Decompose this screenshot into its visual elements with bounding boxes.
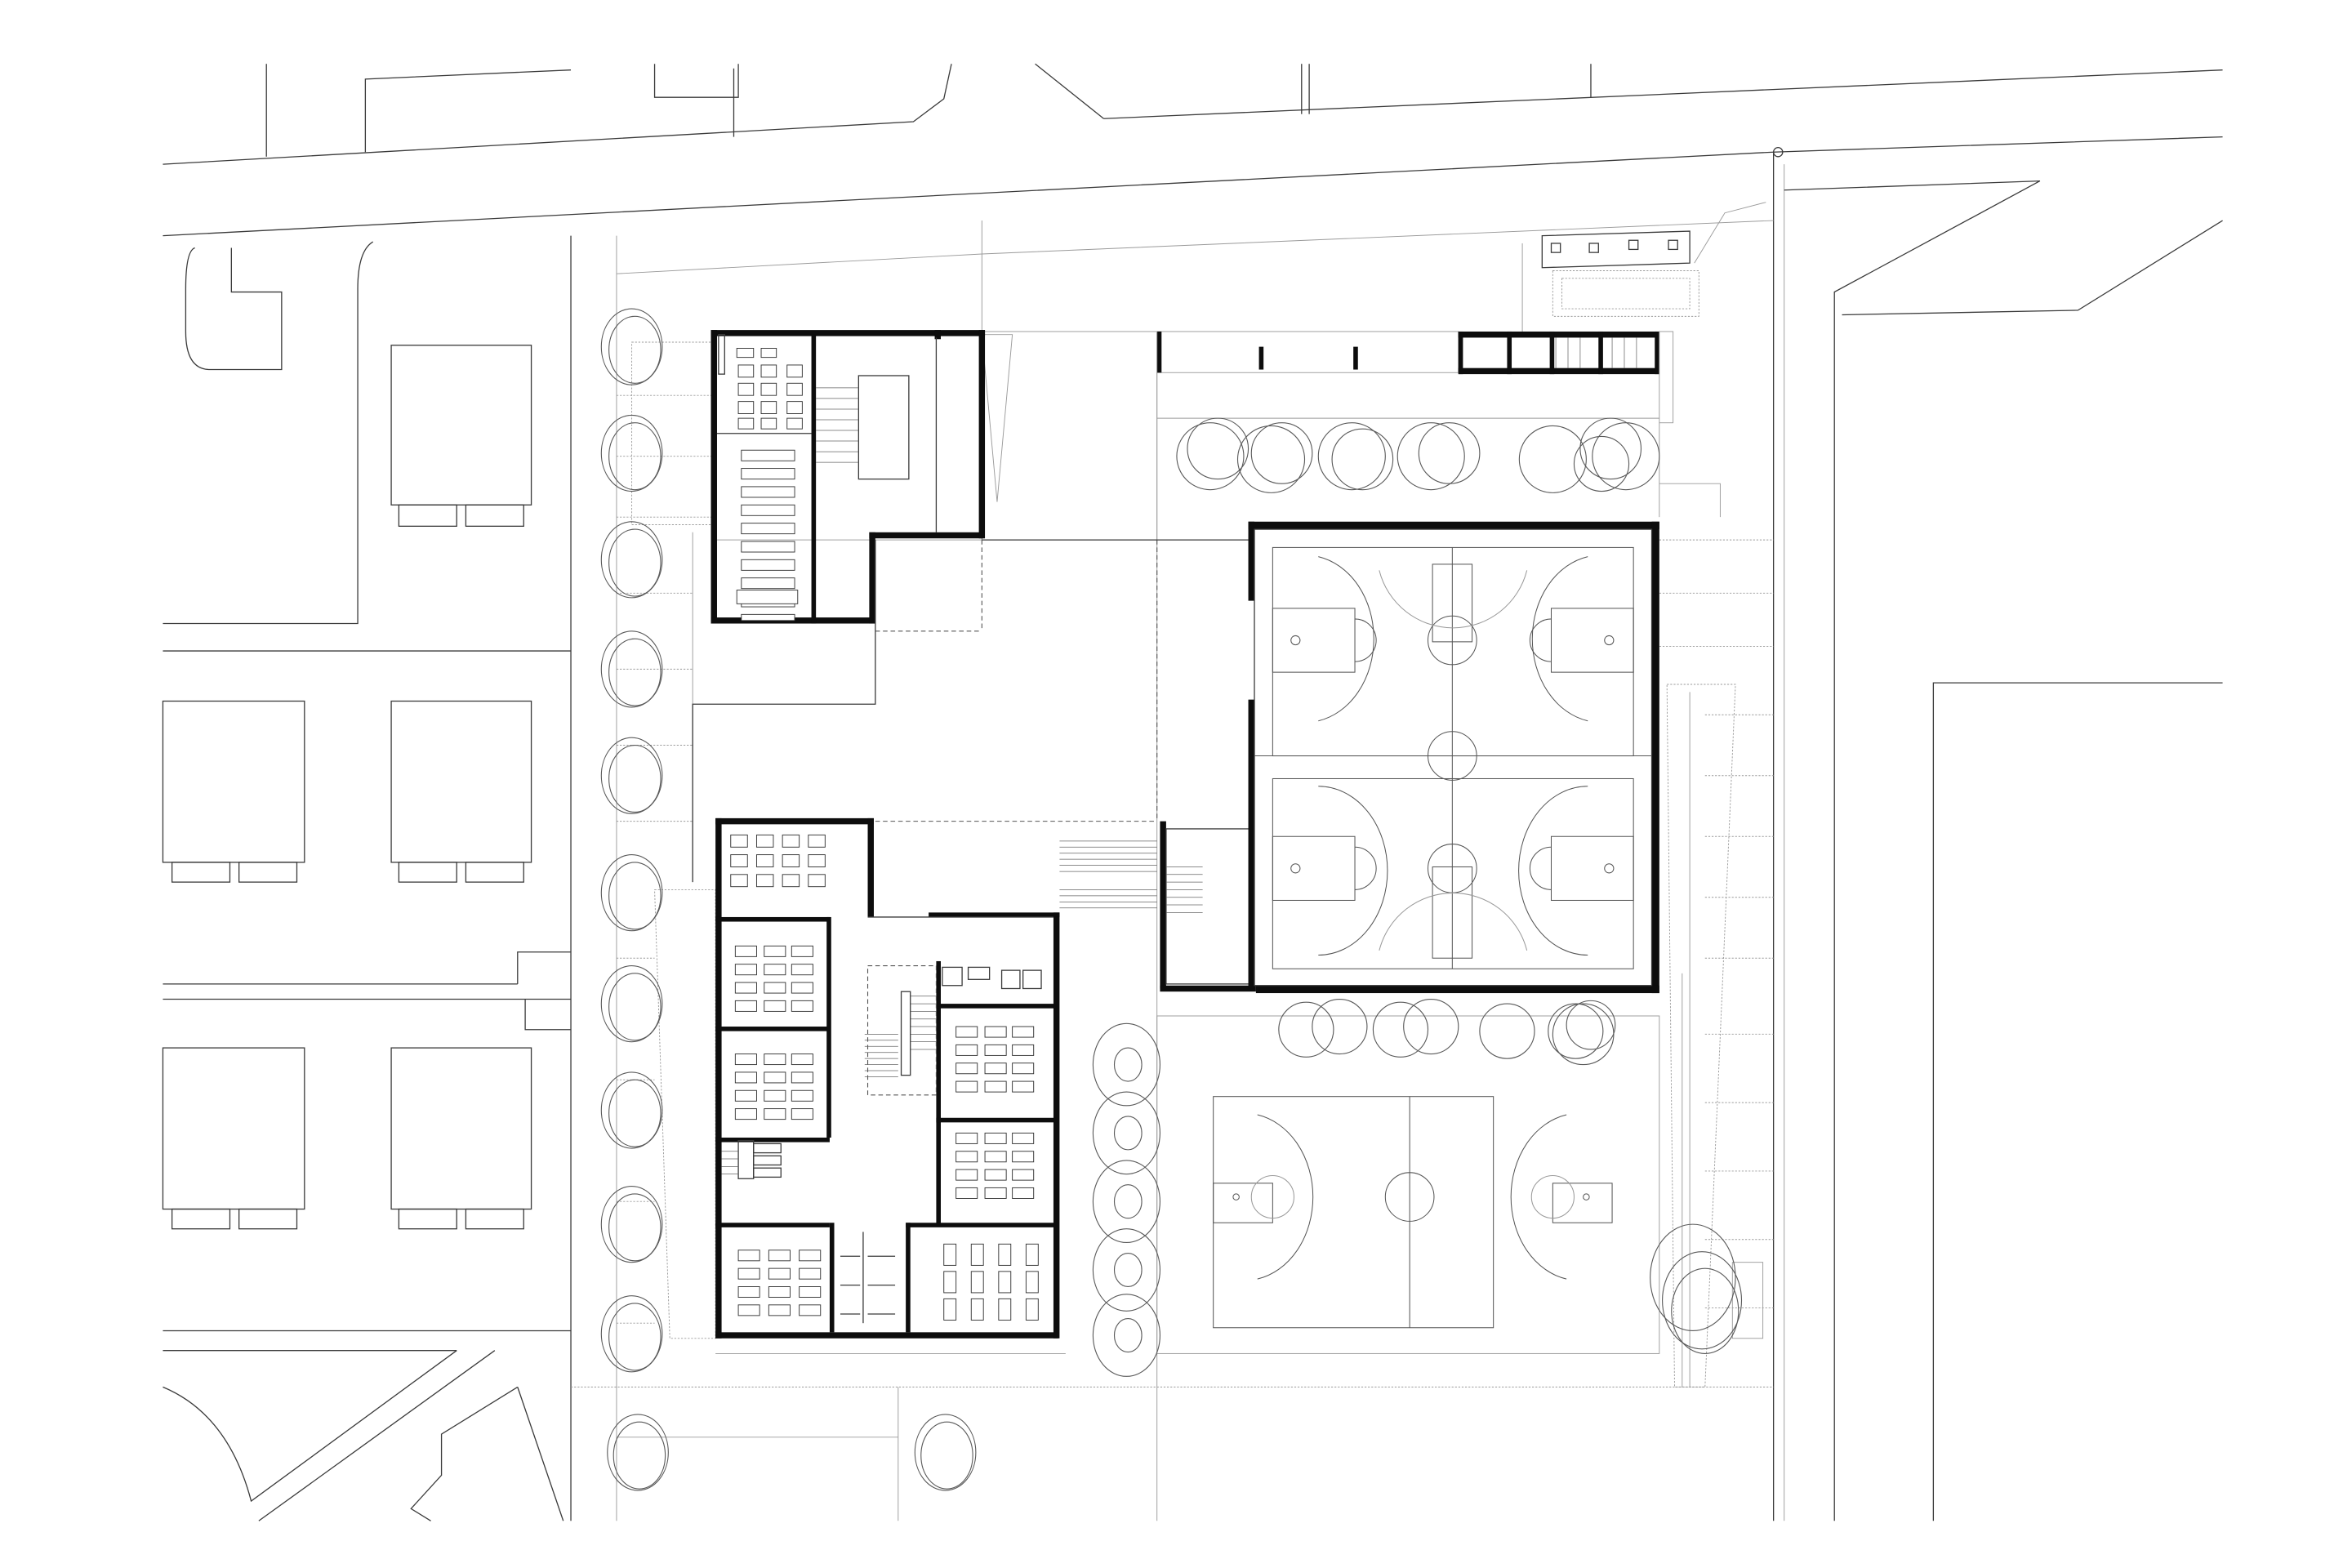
classroom-desks	[730, 834, 826, 888]
site-paving	[571, 220, 1774, 1521]
north-street	[163, 63, 2223, 237]
neighbor-building	[390, 700, 532, 883]
outdoor-basketball-court	[1156, 1015, 1660, 1354]
gymnasium	[1248, 521, 1659, 994]
classroom-desks	[736, 347, 803, 430]
service-block-north	[1156, 202, 1766, 518]
tree-row-west	[600, 308, 663, 1373]
central-hall	[692, 539, 1249, 883]
tree-cluster-southeast	[1650, 1223, 1743, 1354]
neighbor-building	[162, 700, 305, 883]
tree-row-court-west	[1092, 1022, 1160, 1377]
west-context	[163, 235, 617, 1521]
tree-row-south	[607, 1414, 977, 1491]
south-wing	[715, 817, 1256, 1339]
neighbor-building	[162, 1047, 305, 1230]
classroom-desks	[956, 1026, 1035, 1093]
north-wing	[710, 330, 1158, 624]
classroom-desks	[956, 1132, 1035, 1199]
east-context	[1772, 152, 2223, 1521]
neighbor-building	[390, 1047, 532, 1230]
classroom-desks	[943, 1243, 1039, 1321]
tree-row-gym-north	[1176, 417, 1660, 493]
classroom-desks	[737, 1250, 822, 1316]
tree-row-gym-south	[1278, 998, 1616, 1066]
classroom-desks	[734, 1054, 813, 1120]
neighbor-building	[390, 345, 532, 527]
indoor-basketball-court	[1272, 546, 1634, 757]
classroom-desks	[734, 945, 813, 1012]
indoor-basketball-court	[1272, 755, 1634, 969]
